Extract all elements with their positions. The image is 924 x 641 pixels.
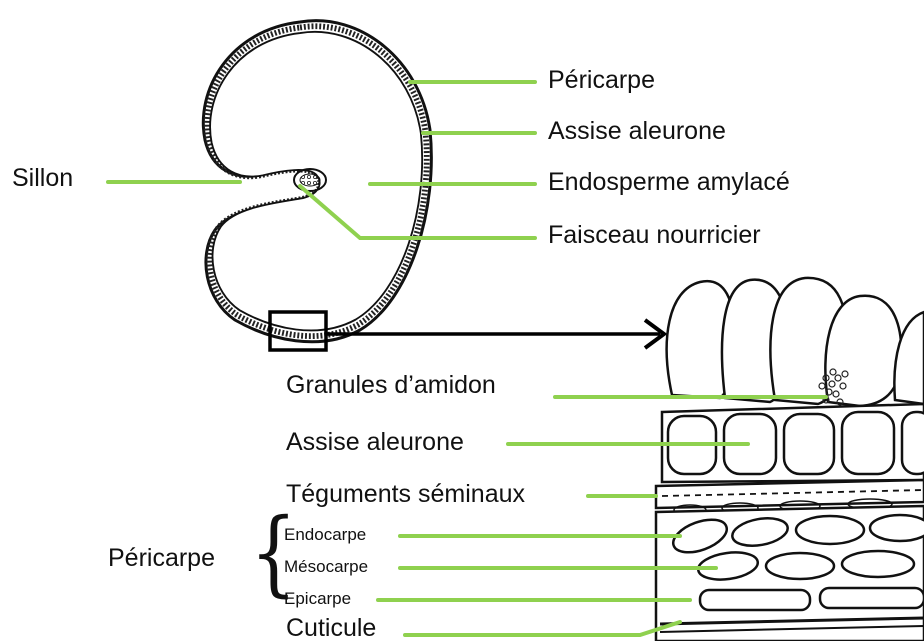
- aleurone-cell: [784, 414, 834, 474]
- mesocarp-cell: [842, 551, 914, 577]
- label-epicarpe: Epicarpe: [284, 590, 351, 607]
- label-faisceau: Faisceau nourricier: [548, 223, 761, 248]
- epicarp-cell: [700, 590, 810, 610]
- endosperm-cell: [825, 296, 901, 406]
- endocarp-cell: [796, 516, 864, 544]
- seed-coat: [656, 480, 924, 508]
- pericarp-brace: {: [250, 507, 297, 600]
- endocarp-cell: [870, 515, 924, 541]
- aleurone-cell: [842, 412, 894, 474]
- label-mesocarpe: Mésocarpe: [284, 558, 368, 575]
- label-sillon: Sillon: [12, 166, 73, 191]
- epicarp-cell: [820, 588, 924, 608]
- tissue-detail: [656, 278, 924, 641]
- label-assise-aleurone-detail: Assise aleurone: [286, 430, 464, 455]
- mesocarp-cell: [766, 553, 834, 579]
- label-endosperme: Endosperme amylacé: [548, 170, 790, 195]
- label-pericarpe: Péricarpe: [548, 68, 655, 93]
- vascular-bundle-core: [300, 174, 320, 186]
- label-endocarpe: Endocarpe: [284, 526, 366, 543]
- leader-cuticule: [405, 622, 680, 635]
- label-pericarpe-group: Péricarpe: [108, 546, 215, 571]
- label-assise-aleurone: Assise aleurone: [548, 119, 726, 144]
- aleurone-cell: [902, 412, 924, 474]
- label-teguments: Téguments séminaux: [286, 482, 525, 507]
- label-granules: Granules d’amidon: [286, 373, 496, 398]
- label-cuticule: Cuticule: [286, 616, 376, 641]
